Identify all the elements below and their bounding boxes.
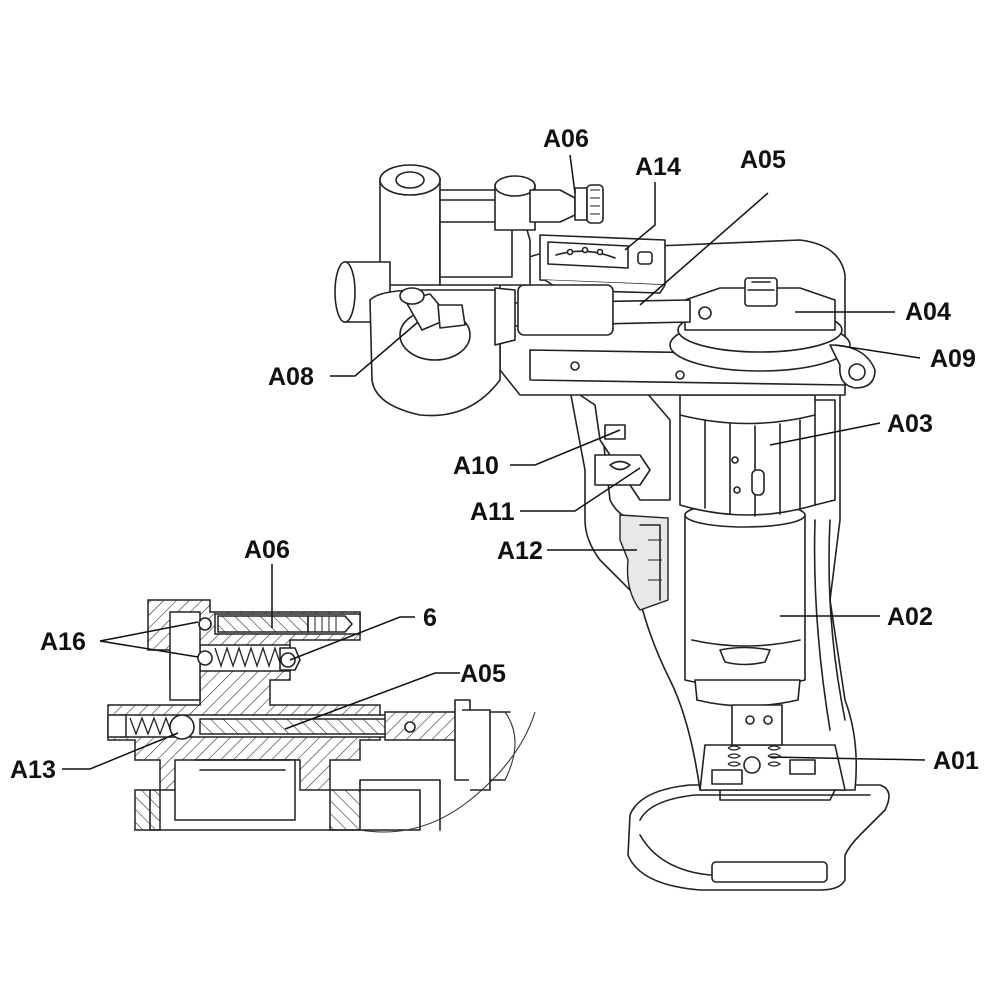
leader-a16-lower <box>99 640 199 658</box>
label-a04: A04 <box>905 298 951 326</box>
leader-a05-section <box>284 672 460 730</box>
leader-a09 <box>834 344 921 359</box>
label-6: 6 <box>423 604 437 632</box>
gear-stack-a03 <box>679 394 836 517</box>
label-a05-top: A05 <box>740 146 786 174</box>
base-mechanism-a01 <box>699 704 846 801</box>
label-a13: A13 <box>10 756 56 784</box>
leader-a05-top <box>639 192 769 306</box>
leader-a08 <box>330 321 419 377</box>
main-assembly <box>334 164 890 891</box>
label-a05-section: A05 <box>460 660 506 688</box>
label-a10: A10 <box>453 452 499 480</box>
leader-a13 <box>62 732 179 770</box>
leader-a01 <box>769 756 926 761</box>
label-a09: A09 <box>930 345 976 373</box>
label-a16: A16 <box>40 628 86 656</box>
shaft-a05 <box>509 284 691 336</box>
grip-insert-a12 <box>619 514 669 611</box>
section-view <box>107 599 536 833</box>
leader-a11 <box>520 467 641 512</box>
label-a01: A01 <box>933 747 979 775</box>
label-a08: A08 <box>268 363 314 391</box>
motor-a02 <box>684 502 806 707</box>
leader-a10 <box>510 429 621 466</box>
label-a03: A03 <box>887 410 933 438</box>
label-a14: A14 <box>635 153 681 181</box>
label-a12: A12 <box>497 537 543 565</box>
leader-lines <box>62 154 926 770</box>
valve-block-a06 <box>379 164 604 286</box>
nut-boss-a04-a09 <box>669 277 876 389</box>
leader-6 <box>289 616 415 661</box>
leader-a06-top <box>569 154 576 194</box>
base-plate <box>627 784 890 891</box>
label-a06-section: A06 <box>244 536 290 564</box>
label-a06-top: A06 <box>543 125 589 153</box>
callout-labels: A06 A14 A05 A04 A09 A08 A03 A10 A11 A12 … <box>10 125 979 784</box>
label-a02: A02 <box>887 603 933 631</box>
leader-a14 <box>624 182 656 251</box>
label-a11: A11 <box>470 498 515 526</box>
leader-a16-upper <box>99 621 199 642</box>
leader-a03 <box>769 422 881 446</box>
